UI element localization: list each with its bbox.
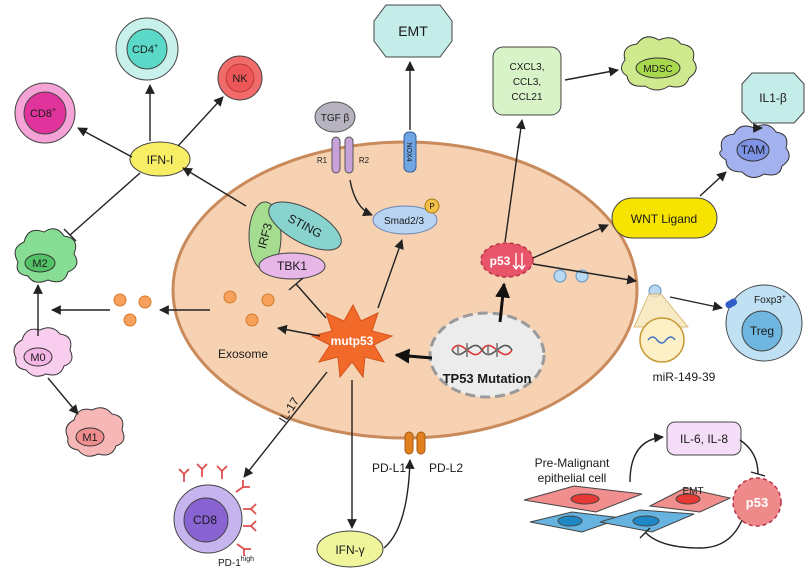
emt-top-label: EMT — [398, 23, 428, 39]
nk-label: NK — [232, 73, 248, 85]
cd8-top-cell-inner — [23, 91, 67, 135]
ifn-i-label: IFN-I — [147, 153, 174, 167]
pd1-label: PD-1high — [218, 556, 254, 569]
il6-il8-label: IL-6, IL-8 — [680, 432, 728, 446]
mir-zoom-circle — [639, 317, 685, 363]
epithelial-cells — [523, 485, 732, 533]
m0-label: M0 — [30, 352, 45, 364]
pdl2-receptor — [416, 431, 426, 455]
receptor-r2 — [344, 136, 354, 174]
phospho-label: P — [429, 202, 434, 211]
cd4-cell-inner — [126, 28, 168, 70]
premalignant-label-1: epithelial cell — [538, 471, 607, 485]
zoom-cone — [633, 293, 689, 328]
pd1-receptors — [178, 463, 257, 556]
pdl1-receptor — [404, 431, 414, 455]
nox4-node — [403, 131, 417, 173]
exosome-label: Exosome — [218, 347, 268, 361]
ifn-gamma-label: IFN-γ — [335, 543, 364, 557]
exosome-cluster-inner — [223, 290, 275, 327]
dna-helix-icon — [451, 343, 513, 357]
nox4-label: NOX4 — [405, 142, 412, 161]
cd8-bottom-label: CD8 — [193, 513, 217, 527]
mutp53-label: mutp53 — [331, 334, 374, 348]
cd8-top-label: CD8+ — [30, 107, 56, 120]
smad-node — [372, 205, 438, 235]
chemokine-label-1: CCL3, — [513, 77, 541, 88]
chemokine-box — [492, 46, 562, 116]
tam-label: TAM — [741, 143, 765, 157]
exosome-cluster-outer — [113, 293, 152, 327]
smad-label: Smad2/3 — [384, 216, 424, 227]
mdsc-label: MDSC — [643, 64, 672, 75]
tbk1-label: TBK1 — [277, 259, 307, 273]
mir-label: miR-149-39 — [653, 370, 716, 384]
treg-cell-inner — [741, 310, 783, 352]
foxp3-label: Foxp3+ — [754, 294, 786, 306]
treg-label: Treg — [750, 324, 774, 338]
r1-label: R1 — [317, 156, 328, 165]
tam-nucleus — [736, 138, 770, 162]
m2-nucleus — [24, 253, 56, 273]
mir-strand — [647, 336, 676, 344]
m2-label: M2 — [32, 258, 47, 270]
foxp3-receptor — [725, 298, 738, 309]
p53-center-node — [480, 242, 534, 278]
ifn-i-node — [129, 141, 191, 177]
tgfb-node — [314, 101, 356, 133]
irf3-label: IRF3 — [255, 221, 275, 250]
vesicle-cluster — [553, 269, 589, 283]
chemokine-label-2: CCL21 — [511, 92, 543, 103]
p53-bottom-label: p53 — [746, 495, 768, 510]
premalignant-label-0: Pre-Malignant — [535, 456, 610, 470]
mdsc-nucleus — [635, 57, 681, 79]
phospho-badge — [424, 198, 440, 214]
down-arrows-icon — [512, 253, 526, 271]
tbk1-node — [258, 252, 326, 280]
p53-bottom-node — [732, 477, 782, 527]
sting-node — [268, 201, 342, 251]
emt-bottom-label: EMT — [682, 486, 703, 497]
il1b-label: IL1-β — [759, 91, 787, 105]
emt-top-box — [373, 4, 453, 58]
m1-label: M1 — [82, 432, 97, 444]
m0-nucleus — [23, 347, 53, 367]
tp53-mutation-label: TP53 Mutation — [443, 371, 532, 386]
wnt-label: WNT Ligand — [631, 212, 697, 226]
receptor-r1 — [331, 136, 341, 174]
r2-label: R2 — [359, 156, 370, 165]
pdl2-label: PD-L2 — [429, 461, 463, 475]
arrows — [33, 61, 766, 549]
il1b-box — [741, 72, 805, 124]
tgfb-label: TGF β — [321, 113, 350, 124]
cd4-label: CD4+ — [132, 43, 158, 56]
mutp53-star — [310, 303, 394, 379]
ifn-gamma-node — [316, 530, 384, 568]
tumor-cell — [171, 140, 639, 440]
il6-il8-box — [666, 421, 742, 456]
cd8-bottom-cell-inner — [183, 497, 229, 543]
wnt-ligand-box — [611, 197, 718, 239]
nk-cell-inner — [225, 63, 255, 93]
p53-center-label: p53 — [490, 254, 511, 268]
chemokine-label-0: CXCL3, — [509, 62, 544, 73]
pdl1-label: PD-L1 — [372, 461, 406, 475]
m1-nucleus — [75, 427, 105, 447]
